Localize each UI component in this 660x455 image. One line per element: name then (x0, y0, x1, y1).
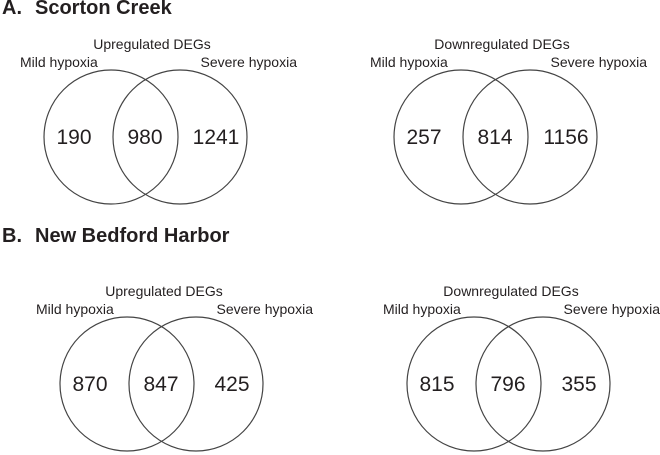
venn-title: Downregulated DEGs (434, 36, 569, 52)
left-circle (43, 69, 179, 205)
venn-title: Upregulated DEGs (93, 36, 211, 52)
venn-scorton-downregulated: Downregulated DEGs Mild hypoxia Severe h… (370, 36, 647, 205)
right-only-count: 1156 (543, 126, 588, 149)
panel-b-heading: B. New Bedford Harbor (2, 225, 229, 248)
left-circle-label: Mild hypoxia (383, 301, 461, 317)
left-only-count: 257 (406, 126, 441, 149)
left-circle (393, 69, 529, 205)
left-circle-label: Mild hypoxia (20, 54, 98, 70)
overlap-count: 796 (490, 373, 525, 396)
venn-nbh-upregulated: Upregulated DEGs Mild hypoxia Severe hyp… (36, 283, 313, 452)
right-circle-label: Severe hypoxia (216, 301, 313, 317)
left-only-count: 815 (419, 373, 454, 396)
right-circle-label: Severe hypoxia (563, 301, 660, 317)
panel-a-letter: A. (2, 0, 22, 19)
panel-b-title: New Bedford Harbor (35, 225, 230, 247)
panel-a-heading: A. Scorton Creek (2, 0, 172, 20)
venn-scorton-upregulated: Upregulated DEGs Mild hypoxia Severe hyp… (20, 36, 297, 205)
overlap-count: 847 (143, 373, 178, 396)
right-only-count: 1241 (193, 126, 240, 149)
overlap-count: 814 (477, 126, 512, 149)
venn-title: Upregulated DEGs (105, 283, 223, 299)
venn-nbh-downregulated: Downregulated DEGs Mild hypoxia Severe h… (383, 283, 660, 452)
left-only-count: 870 (72, 373, 107, 396)
left-circle (406, 316, 542, 452)
right-circle (475, 316, 611, 452)
venn-title: Downregulated DEGs (443, 283, 578, 299)
left-circle (59, 316, 195, 452)
left-circle-label: Mild hypoxia (370, 54, 448, 70)
right-circle-label: Severe hypoxia (200, 54, 297, 70)
left-circle-label: Mild hypoxia (36, 301, 114, 317)
right-circle (128, 316, 264, 452)
right-circle (462, 69, 598, 205)
right-only-count: 355 (561, 373, 596, 396)
overlap-count: 980 (127, 126, 162, 149)
right-circle (112, 69, 248, 205)
right-only-count: 425 (214, 373, 249, 396)
panel-b-letter: B. (2, 225, 22, 247)
panel-a-title: Scorton Creek (35, 0, 172, 19)
left-only-count: 190 (56, 126, 91, 149)
right-circle-label: Severe hypoxia (550, 54, 647, 70)
